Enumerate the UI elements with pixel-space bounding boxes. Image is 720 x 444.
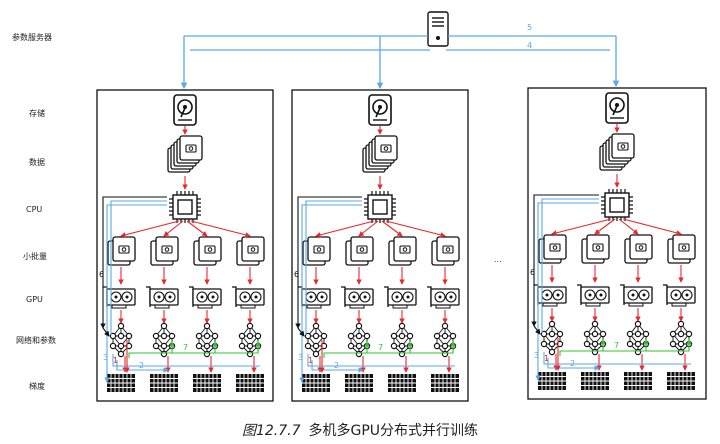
label-param-server: 参数服务器	[12, 32, 52, 42]
step-number: 2	[139, 361, 144, 370]
minibatch-icon	[668, 235, 695, 263]
step-number: 1	[544, 354, 549, 363]
gpu-card-icon	[231, 286, 265, 309]
gradient-grid-icon	[235, 373, 265, 393]
gpu-card-icon	[576, 284, 610, 307]
minibatch-icon	[539, 235, 566, 263]
step-number: 7	[378, 343, 383, 352]
minibatch-icon	[108, 237, 135, 265]
step-number: 6	[530, 268, 535, 277]
cpu-chip-icon	[600, 188, 634, 222]
gradient-grid-icon	[537, 371, 567, 391]
figure-title: 多机多GPU分布式并行训练	[308, 423, 479, 439]
cpu-chip-icon	[168, 190, 202, 224]
server-links	[180, 35, 620, 90]
gpu-card-icon	[383, 286, 417, 309]
gradient-grid-icon	[580, 371, 610, 391]
minibatch-icon	[194, 237, 221, 265]
cpu-chip-icon	[363, 190, 397, 224]
step-number: 6	[294, 270, 299, 279]
step-number: 7	[614, 341, 619, 350]
gradient-grid-icon	[301, 373, 331, 393]
step-number: 2	[570, 359, 575, 368]
gradient-grid-icon	[430, 373, 460, 393]
gradient-grid-icon	[623, 371, 653, 391]
hard-drive-icon	[368, 94, 392, 126]
step-number: 1	[308, 356, 313, 365]
step-number: 3	[298, 353, 303, 362]
gpu-card-icon	[188, 286, 222, 309]
minibatch-icon	[237, 237, 264, 265]
parameter-server-icon	[427, 11, 449, 47]
step-4-label: 4	[527, 41, 532, 50]
label-cpu: CPU	[26, 205, 42, 214]
label-minibatch: 小批量	[23, 251, 47, 261]
step-number: 3	[103, 353, 108, 362]
step-number: 6	[99, 270, 104, 279]
label-gpu: GPU	[26, 295, 43, 304]
gpu-card-icon	[619, 284, 653, 307]
minibatch-icon	[151, 237, 178, 265]
label-data: 数据	[29, 157, 45, 167]
minibatch-icon	[625, 235, 652, 263]
step-number: 2	[334, 361, 339, 370]
label-network-params: 网络和参数	[16, 335, 56, 345]
minibatch-icon	[432, 237, 459, 265]
hard-drive-icon	[605, 92, 629, 124]
minibatch-icon	[582, 235, 609, 263]
gradient-grid-icon	[149, 373, 179, 393]
gradient-grid-icon	[666, 371, 696, 391]
gpu-card-icon	[426, 286, 460, 309]
step-number: 7	[183, 343, 188, 352]
ellipsis: ...	[494, 255, 502, 264]
minibatch-icon	[389, 237, 416, 265]
gradient-grid-icon	[387, 373, 417, 393]
gradient-grid-icon	[192, 373, 222, 393]
gpu-card-icon	[102, 286, 136, 309]
gpu-card-icon	[662, 284, 696, 307]
gradient-grid-icon	[344, 373, 374, 393]
figure-number: 图12.7.7	[241, 423, 301, 439]
gpu-card-icon	[340, 286, 374, 309]
step-5-label: 5	[527, 23, 532, 32]
label-storage: 存储	[29, 108, 45, 118]
gpu-card-icon	[297, 286, 331, 309]
label-gradient: 梯度	[29, 381, 45, 391]
minibatch-icon	[303, 237, 330, 265]
gpu-card-icon	[533, 284, 567, 307]
gpu-card-icon	[145, 286, 179, 309]
hard-drive-icon	[173, 94, 197, 126]
step-number: 3	[534, 351, 539, 360]
gradient-grid-icon	[106, 373, 136, 393]
step-number: 1	[113, 356, 118, 365]
figure-caption: 图12.7.7 多机多GPU分布式并行训练	[0, 420, 720, 440]
minibatch-icon	[346, 237, 373, 265]
